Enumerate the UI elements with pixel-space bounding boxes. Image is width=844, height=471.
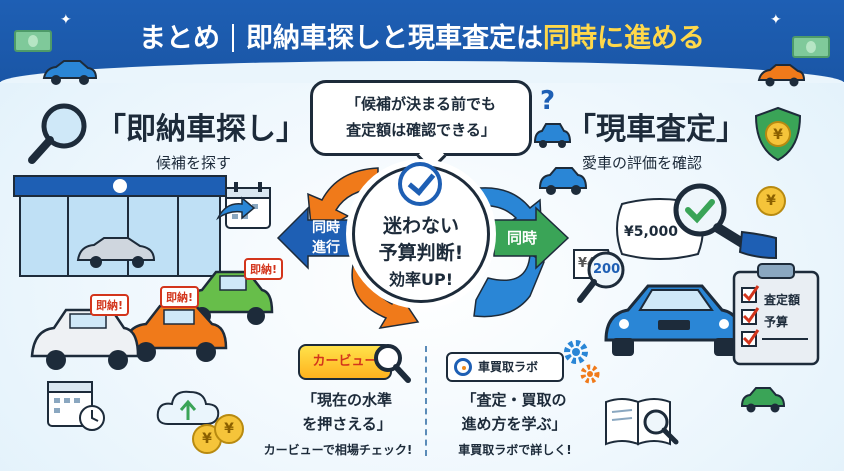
car-dealership-illustration <box>13 175 227 277</box>
page-title: まとめ即納車探しと現車査定は同時に進める <box>60 16 784 55</box>
header-banner <box>0 0 844 83</box>
right-card-title-1: 「査定・買取の <box>461 391 567 409</box>
title-summary: まとめ <box>139 23 220 54</box>
bubble-line-1: 「候補が決まる前でも <box>345 95 496 113</box>
instant-delivery-badge: 即納! <box>90 294 130 316</box>
left-heading: 「即納車探し」 <box>96 112 306 147</box>
title-highlight: 同時に進める <box>543 23 705 54</box>
white-suv-illustration <box>30 308 140 370</box>
right-arrow-label: 同時 <box>506 229 537 247</box>
magnified-price: 200 <box>593 262 621 277</box>
magnifier-icon <box>577 251 625 303</box>
kaitori-lab-logo-tag: 車買取ラボ <box>446 352 564 382</box>
check-circle-icon <box>398 162 442 206</box>
car-icon <box>757 64 806 87</box>
car-icon <box>533 123 572 148</box>
title-main: 即納車探しと現車査定は <box>246 23 543 54</box>
left-card-note: カービューで相場チェック! <box>263 443 413 457</box>
title-divider <box>232 24 234 52</box>
right-block-arrow <box>493 206 570 270</box>
price-tag-value: ¥5,000 <box>624 224 679 240</box>
center-line-1: 迷わない <box>382 215 459 237</box>
kaitori-lab-name: 車買取ラボ <box>478 360 539 374</box>
arrow-icon <box>216 196 256 221</box>
magnifier-icon <box>28 103 87 164</box>
left-block-arrow <box>276 206 351 270</box>
right-subheading: 愛車の評価を確認 <box>582 154 703 172</box>
bubble-line-2: 査定額は確認できる」 <box>346 121 496 139</box>
blue-arrow-bottom <box>473 252 545 318</box>
clipboard-icon <box>732 263 820 366</box>
car-icon <box>740 387 786 413</box>
speech-bubble: 「候補が決まる前でも 査定額は確認できる」 <box>310 80 532 156</box>
kaitori-lab-logo-icon <box>454 358 472 376</box>
car-icon <box>538 167 588 195</box>
blue-car-illustration <box>604 284 744 356</box>
left-arrow-label: 同時 進行 <box>304 218 348 258</box>
sparkle-icon: ✦ <box>60 12 72 28</box>
banknote-icon <box>792 36 830 58</box>
magnifier-check-icon <box>673 183 777 260</box>
magnifier-icon <box>374 344 411 383</box>
right-heading: 「現車査定」 <box>566 112 746 147</box>
left-card-title-1: 「現在の水準 <box>301 391 392 409</box>
right-card-title: 「査定・買取の 進め方を学ぶ」 <box>438 388 590 436</box>
left-card-title-2: を押さえる」 <box>302 415 392 433</box>
center-line-2: 予算判断! <box>378 242 464 264</box>
yen-coin-icon: ¥ <box>214 414 244 444</box>
calendar-clock-icon <box>47 381 105 431</box>
question-mark-icon: ? <box>540 86 556 116</box>
shield-yen-icon: ¥ <box>754 106 802 162</box>
card-divider <box>425 346 427 456</box>
book-magnifier-icon <box>605 398 679 446</box>
checklist-item: 査定額 <box>764 293 801 307</box>
center-line-3: 効率UP! <box>388 270 454 289</box>
gear-icon <box>564 340 600 384</box>
left-subheading: 候補を探す <box>156 154 232 172</box>
sparkle-icon: ✦ <box>770 12 782 28</box>
svg-text:¥: ¥ <box>773 127 783 143</box>
yen-coin-icon: ¥ <box>756 186 786 216</box>
instant-delivery-badge: 即納! <box>160 286 200 308</box>
left-card-title: 「現在の水準 を押さえる」 <box>272 388 422 436</box>
right-card-title-2: 進め方を学ぶ」 <box>461 415 567 433</box>
cloud-upload-icon <box>156 390 220 425</box>
left-arrow-label-2: 進行 <box>312 240 340 256</box>
left-arrow-label-1: 同時 <box>312 220 340 236</box>
checklist-item: 予算 <box>764 315 789 329</box>
car-icon <box>42 60 98 85</box>
right-card-note: 車買取ラボで詳しく! <box>458 443 572 457</box>
cycle-arrows <box>276 167 570 329</box>
banknote-icon <box>14 30 52 52</box>
instant-delivery-badge: 即納! <box>244 258 284 280</box>
